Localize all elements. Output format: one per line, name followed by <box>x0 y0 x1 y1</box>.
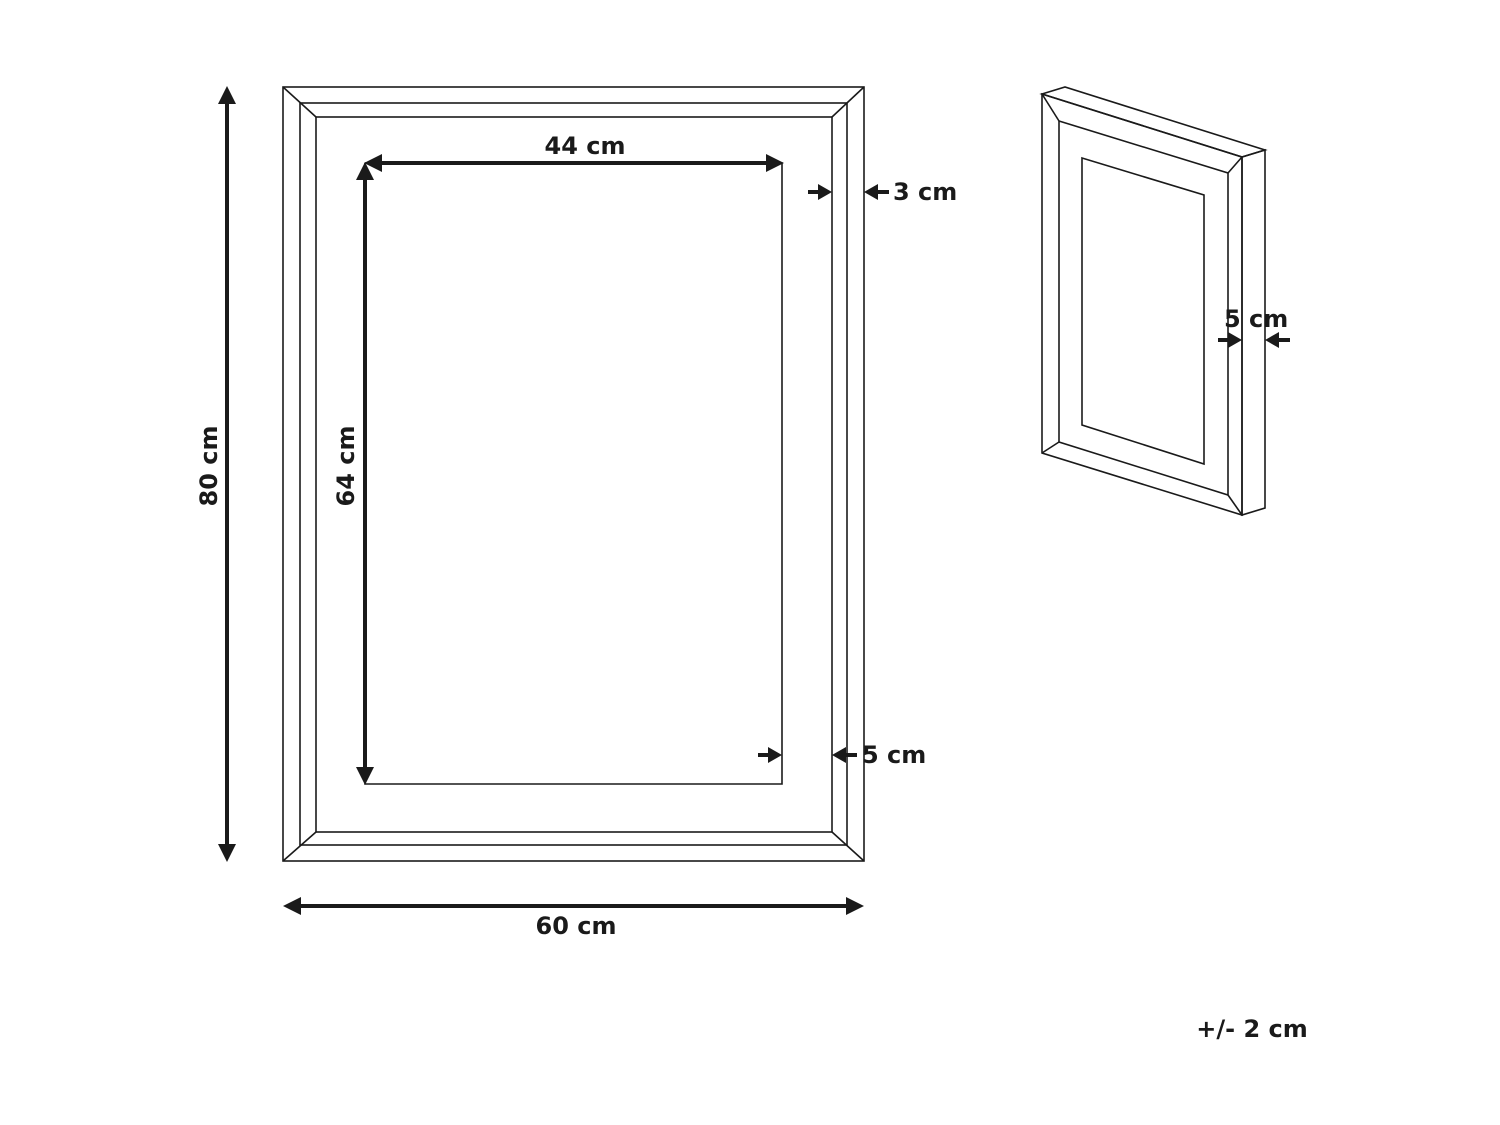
outer-edge <box>282 86 865 862</box>
depth-arrows <box>1218 332 1290 348</box>
profile-arrows <box>808 184 889 200</box>
depth-label: 5 cm <box>1224 305 1288 333</box>
height-dimension <box>218 86 236 862</box>
bevel-edge <box>299 102 848 846</box>
inner-edge <box>315 116 833 833</box>
picture-opening <box>364 162 783 785</box>
inner-width-dimension <box>364 154 784 172</box>
perspective-view-frame <box>1039 86 1268 517</box>
front-view-frame <box>282 86 865 862</box>
mat-border-label: 5 cm <box>862 741 926 769</box>
width-dimension <box>283 897 864 915</box>
inner-height-label: 64 cm <box>332 426 360 507</box>
inner-width-label: 44 cm <box>545 132 626 160</box>
mat-arrows <box>758 747 857 763</box>
outer-width-label: 60 cm <box>536 912 617 940</box>
frame-profile-label: 3 cm <box>893 178 957 206</box>
perspective-opening <box>1081 156 1205 466</box>
tolerance-label: +/- 2 cm <box>1196 1015 1307 1043</box>
outer-height-label: 80 cm <box>195 426 223 507</box>
inner-height-dimension <box>356 162 374 785</box>
